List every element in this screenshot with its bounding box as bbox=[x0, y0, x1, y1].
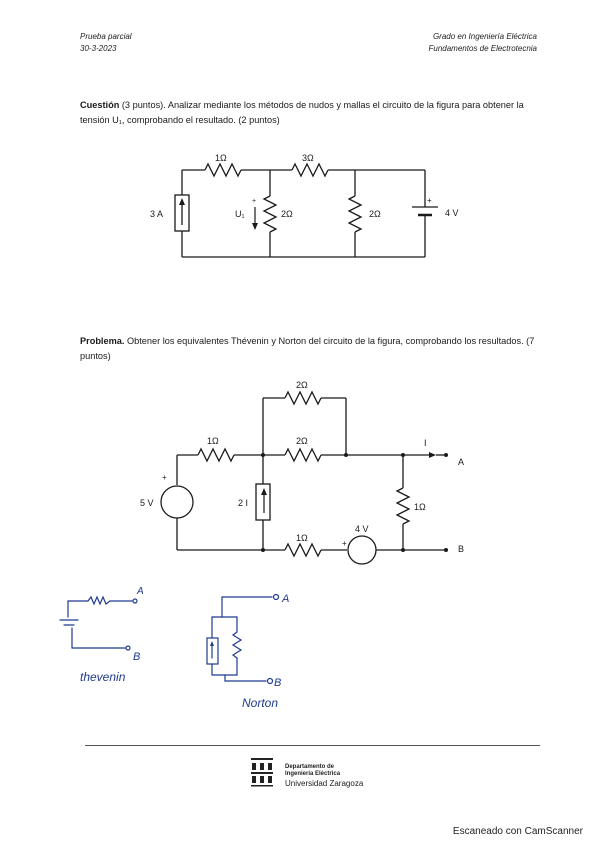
label-r-right: 2Ω bbox=[369, 209, 381, 219]
label-battery-4v: 4 V bbox=[445, 208, 459, 218]
label-4v: 4 V bbox=[355, 524, 369, 534]
resistor-left-1ohm bbox=[197, 447, 235, 463]
resistor-top-left bbox=[204, 162, 242, 178]
question-text: (3 puntos). Analizar mediante los método… bbox=[80, 100, 524, 125]
footer-dept-line2: Ingeniería Eléctrica bbox=[285, 771, 341, 777]
header-date: 30-3-2023 bbox=[80, 44, 117, 53]
footer-department: Departamento de Ingeniería Eléctrica Uni… bbox=[285, 764, 363, 789]
label-2i: 2 I bbox=[238, 498, 248, 508]
label-r-top-right: 3Ω bbox=[302, 153, 314, 163]
question-paragraph: Cuestión (3 puntos). Analizar mediante l… bbox=[80, 98, 540, 128]
header-left: Prueba parcial 30-3-2023 bbox=[80, 31, 132, 55]
terminal-b bbox=[444, 548, 448, 552]
question-title: Cuestión bbox=[80, 100, 120, 110]
problem-text: Obtener los equivalentes Thévenin y Nort… bbox=[80, 336, 535, 361]
header-degree: Grado en Ingeniería Eléctrica bbox=[432, 32, 537, 41]
header-course: Fundamentos de Electrotecnia bbox=[428, 44, 537, 53]
label-r-right: 1Ω bbox=[414, 502, 426, 512]
label-u1: U₁ bbox=[235, 209, 245, 219]
footer-university: Universidad Zaragoza bbox=[285, 779, 364, 788]
norton-label-b: B bbox=[274, 677, 281, 689]
label-r-mid: 2Ω bbox=[296, 436, 308, 446]
thevenin-resistor-sketch bbox=[87, 595, 111, 606]
header-exam-type: Prueba parcial bbox=[80, 32, 132, 41]
footer-dept-line1: Departamento de bbox=[285, 764, 335, 770]
resistor-mid bbox=[262, 195, 278, 233]
label-source-3a: 3 A bbox=[150, 209, 163, 219]
problem-paragraph: Problema. Obtener los equivalentes Théve… bbox=[80, 334, 540, 364]
thevenin-terminal-a bbox=[132, 598, 138, 604]
label-r-bottom: 1Ω bbox=[296, 533, 308, 543]
resistor-right-1ohm bbox=[395, 487, 411, 525]
label-u1-plus: + bbox=[252, 198, 256, 205]
norton-resistor-sketch bbox=[231, 631, 243, 659]
label-node-a: A bbox=[458, 457, 464, 467]
scanner-watermark: Escaneado con CamScanner bbox=[452, 826, 583, 837]
thevenin-label-b: B bbox=[133, 651, 140, 663]
header-right: Grado en Ingeniería Eléctrica Fundamento… bbox=[428, 31, 537, 55]
dependent-source-arrow bbox=[261, 488, 267, 495]
label-r-left: 1Ω bbox=[207, 436, 219, 446]
current-i-arrow bbox=[429, 452, 436, 458]
norton-terminal-a bbox=[272, 593, 280, 601]
label-battery-plus: + bbox=[427, 196, 432, 205]
label-r-mid: 2Ω bbox=[281, 209, 293, 219]
resistor-top-2ohm bbox=[284, 390, 322, 406]
label-current-i: I bbox=[424, 438, 427, 448]
label-r-top: 2Ω bbox=[296, 380, 308, 390]
label-node-b: B bbox=[458, 544, 464, 554]
thevenin-title: thevenin bbox=[80, 670, 126, 684]
norton-label-a: A bbox=[281, 593, 289, 605]
resistor-top-right bbox=[291, 162, 329, 178]
u1-arrow bbox=[252, 223, 258, 230]
problem-title: Problema. bbox=[80, 336, 125, 346]
label-5v-plus: + bbox=[162, 473, 167, 482]
label-5v: 5 V bbox=[140, 498, 154, 508]
resistor-bottom-1ohm bbox=[284, 542, 322, 558]
thevenin-label-a: A bbox=[136, 586, 144, 597]
university-logo-icon bbox=[251, 758, 273, 787]
label-r-top-left: 1Ω bbox=[215, 153, 227, 163]
resistor-right bbox=[347, 195, 363, 233]
norton-terminal-b bbox=[266, 677, 274, 685]
resistor-mid-2ohm bbox=[284, 447, 322, 463]
current-source-arrow bbox=[179, 198, 185, 205]
thevenin-terminal-b bbox=[125, 645, 131, 651]
label-4v-plus: + bbox=[342, 539, 347, 548]
terminal-a bbox=[444, 453, 448, 457]
footer-divider bbox=[85, 745, 540, 746]
norton-title: Norton bbox=[242, 696, 278, 710]
